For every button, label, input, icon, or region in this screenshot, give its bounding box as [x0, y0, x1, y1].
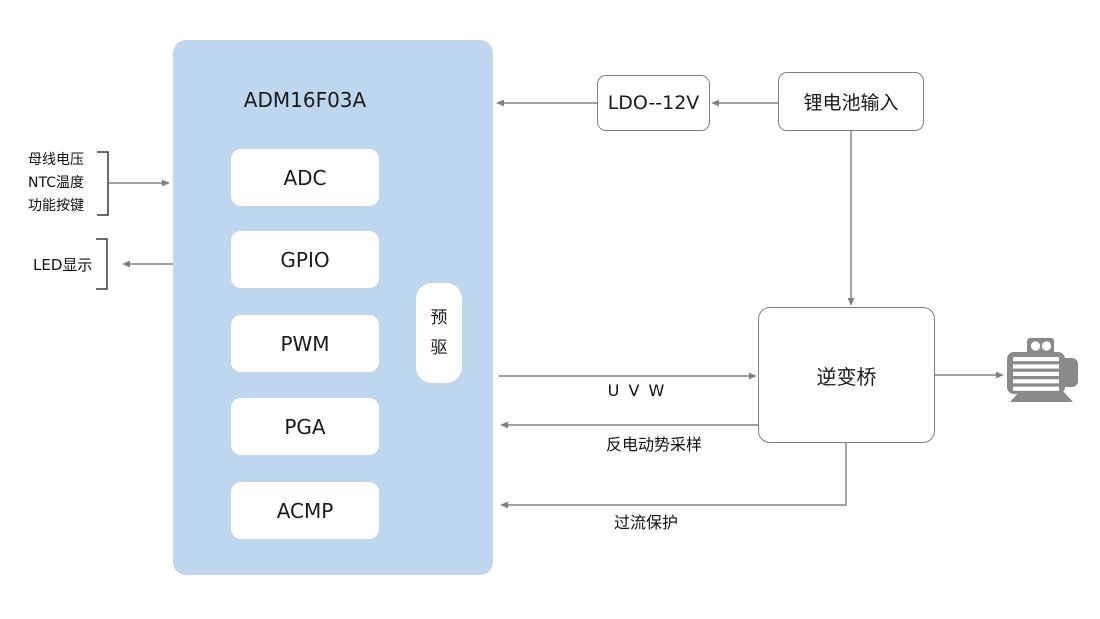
back-emf-sampling-label: 反电动势采样	[605, 435, 702, 454]
motor-icon	[1007, 338, 1078, 402]
battery-input-block: 锂电池输入	[778, 72, 924, 131]
module-acmp: ACMP	[231, 482, 379, 539]
module-adc: ADC	[231, 149, 379, 206]
module-pga-label: PGA	[284, 414, 326, 439]
module-pga: PGA	[231, 398, 379, 455]
arrowhead-led	[122, 260, 130, 268]
module-predriver: 预驱	[416, 283, 462, 383]
battery-input-label: 锂电池输入	[803, 92, 899, 114]
ldo-label: LDO--12V	[607, 92, 700, 114]
arrowhead-into-motor	[996, 371, 1004, 379]
analog-inputs-label-group: 母线电压 NTC温度 功能按键	[28, 149, 98, 218]
arrowhead-into-chip-top	[496, 99, 504, 107]
led-display-label: LED显示	[33, 256, 93, 274]
module-pwm-label: PWM	[280, 331, 330, 356]
mcu-chip-title: ADM16F03A	[243, 88, 367, 112]
ldo-block: LDO--12V	[597, 75, 710, 131]
inputs-bracket	[97, 151, 109, 216]
module-gpio: GPIO	[231, 231, 379, 288]
bus-voltage-label: 母线电压	[28, 152, 84, 168]
inverter-bridge-block: 逆变桥	[758, 307, 935, 443]
module-gpio-label: GPIO	[280, 247, 330, 272]
arrowhead-into-ldo	[711, 99, 719, 107]
module-adc-label: ADC	[283, 165, 327, 190]
module-pwm: PWM	[231, 315, 379, 372]
arrowhead-into-inverter-top	[847, 298, 855, 306]
uvw-signal-label: U V W	[607, 381, 667, 400]
ntc-temp-label: NTC温度	[28, 175, 84, 191]
function-key-label: 功能按键	[28, 198, 84, 214]
arrowhead-back-emf	[500, 421, 508, 429]
overcurrent-protect-label: 过流保护	[613, 513, 678, 532]
led-bracket	[96, 238, 108, 290]
module-predriver-label: 预驱	[430, 308, 448, 358]
inverter-bridge-label: 逆变桥	[816, 364, 877, 389]
arrowhead-inputs	[162, 179, 170, 187]
arrowhead-overcurrent	[500, 501, 508, 509]
module-acmp-label: ACMP	[276, 498, 334, 523]
arrowhead-uvw	[749, 372, 757, 380]
